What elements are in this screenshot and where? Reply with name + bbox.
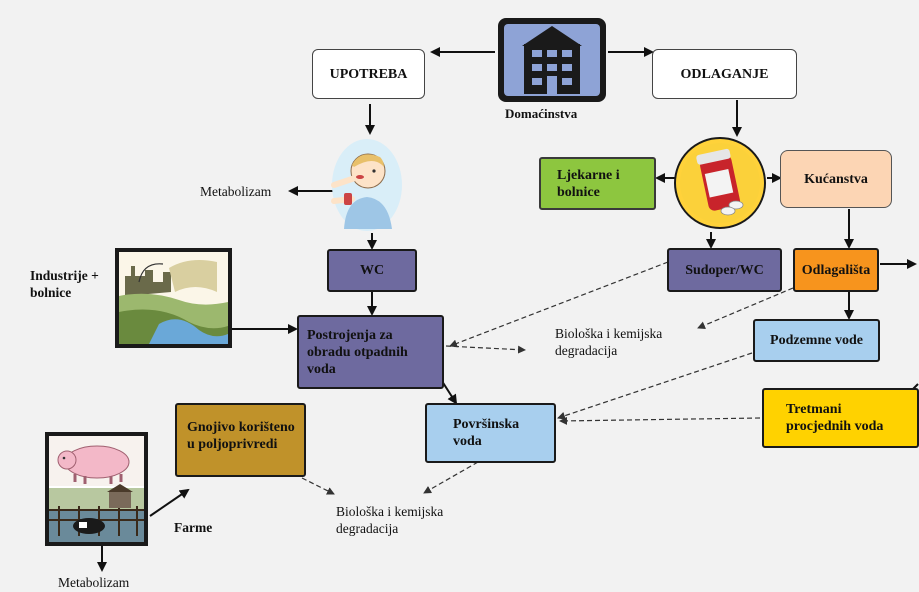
- sudoper-label: Sudoper/WC: [685, 262, 764, 278]
- wc-box: WC: [327, 249, 417, 292]
- kucanstva-label: Kućanstva: [804, 171, 868, 187]
- wc-label: WC: [359, 263, 385, 278]
- bio-top-label: Biološka i kemijska degradacija: [555, 326, 663, 358]
- metabolizam-top-label: Metabolizam: [200, 184, 272, 199]
- kucanstva-box: Kućanstva: [780, 150, 892, 208]
- dash-povrsinska-bio: [423, 461, 479, 494]
- gnojivo-label: Gnojivo korišteno u poljoprivredi: [187, 420, 295, 452]
- odlaganje-label: ODLAGANJE: [680, 66, 769, 82]
- ljekarne-label: Ljekarne i bolnice: [557, 167, 620, 200]
- odlagalista-box: Odlagališta: [793, 248, 879, 292]
- podzemne-box: Podzemne vode: [753, 319, 880, 362]
- upotreba-box: UPOTREBA: [312, 49, 425, 99]
- pill-bottle-icon: [672, 135, 768, 231]
- dash-podzemne-povrsinska: [557, 352, 753, 420]
- bio-bottom-label: Biološka i kemijska degradacija: [336, 504, 444, 536]
- tretmani-box: Tretmani procjednih voda: [762, 388, 919, 448]
- arrow-farm-gnojivo: [149, 488, 190, 517]
- upotreba-label: UPOTREBA: [329, 66, 408, 82]
- child-medicine-icon: [330, 137, 404, 233]
- pig-icon: [49, 436, 144, 486]
- gnojivo-box: Gnojivo korišteno u poljoprivredi: [175, 403, 306, 477]
- ljekarne-box: Ljekarne i bolnice: [539, 157, 656, 210]
- farme-label: Farme: [174, 520, 213, 535]
- house-label: Domaćinstva: [505, 106, 578, 121]
- house-building-icon: [496, 16, 608, 104]
- postrojenja-label: Postrojenja za obradu otpadnih voda: [307, 327, 408, 377]
- dash-gnojivo-bio: [301, 477, 335, 495]
- industry-landscape-icon: [115, 248, 232, 348]
- postrojenja-box: Postrojenja za obradu otpadnih voda: [297, 315, 444, 389]
- dash-postrojenja-bio: [445, 345, 526, 354]
- farm-image-frame: [45, 432, 148, 546]
- tretmani-label: Tretmani procjednih voda: [786, 402, 884, 434]
- dash-tretmani-povrsinska: [559, 416, 761, 425]
- metabolizam-bottom-label: Metabolizam: [58, 575, 130, 590]
- farm-cows-icon: [49, 484, 144, 542]
- povrsinska-box: Površinska voda: [425, 403, 556, 463]
- odlaganje-box: ODLAGANJE: [652, 49, 797, 99]
- industrije-label: Industrije + bolnice: [30, 268, 99, 300]
- sudoper-box: Sudoper/WC: [667, 248, 782, 292]
- odlagalista-label: Odlagališta: [801, 262, 871, 278]
- povrsinska-label: Površinska voda: [453, 417, 520, 449]
- podzemne-label: Podzemne vode: [770, 333, 863, 348]
